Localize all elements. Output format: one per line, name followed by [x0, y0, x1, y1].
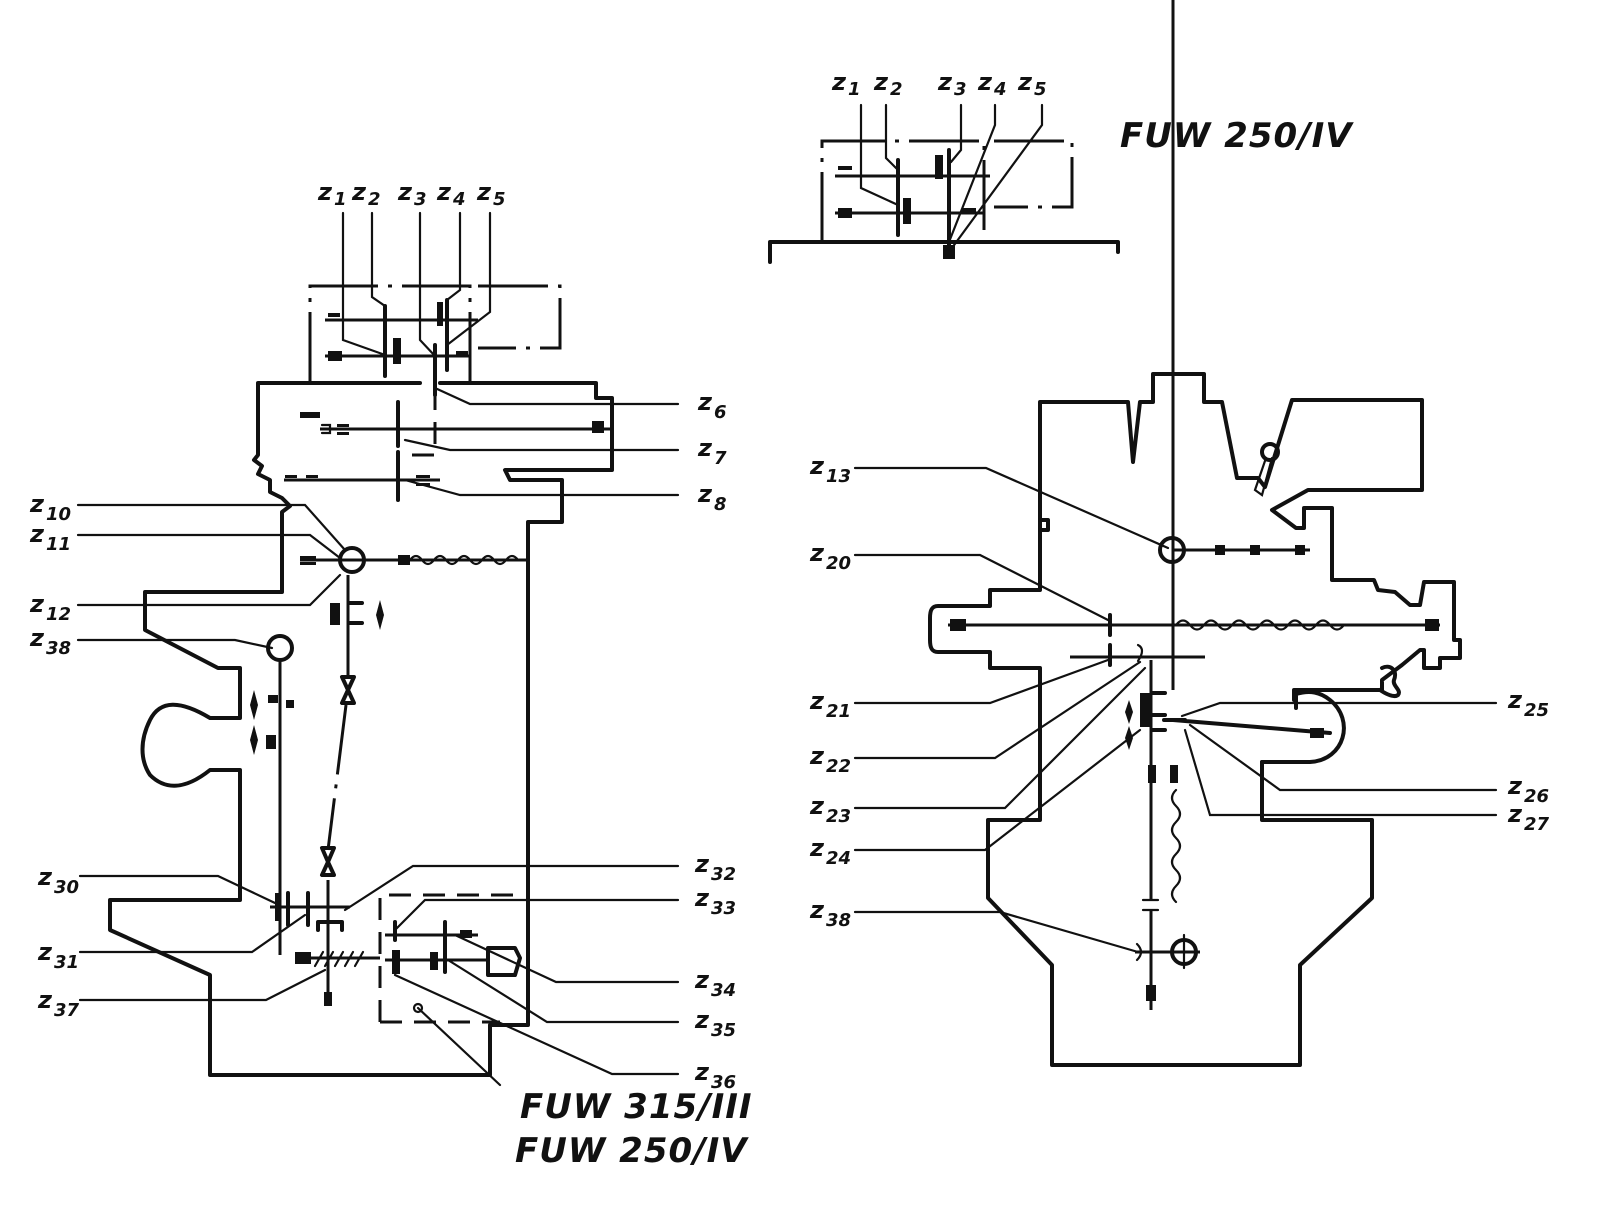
left-view-leaders [76, 211, 680, 1087]
model-title-top: FUW 250/IV [1120, 116, 1354, 156]
left-machine-view [108, 284, 614, 1077]
right-view-leaders [853, 466, 1498, 954]
model-title-bottom-1: FUW 315/III [520, 1087, 753, 1127]
model-title-bottom-2: FUW 250/IV [515, 1131, 749, 1171]
right-machine-view [928, 0, 1462, 1067]
top-inset-gearbox [768, 103, 1120, 264]
